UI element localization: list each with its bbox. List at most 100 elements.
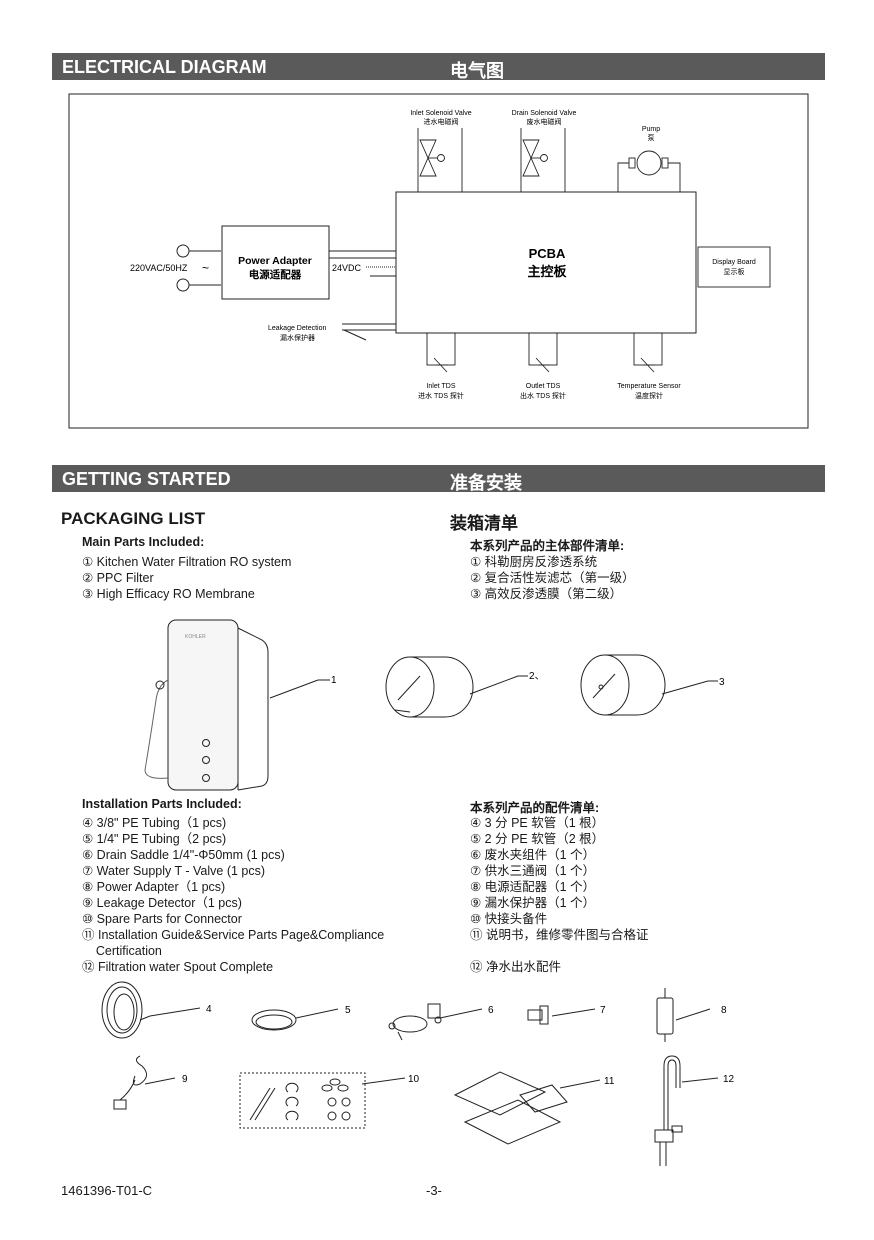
inlet-tds-icon (426, 332, 456, 373)
list-item: ⑨ Leakage Detector（1 pcs) (82, 896, 242, 910)
install-parts-title: Installation Parts Included: (82, 797, 242, 811)
list-item (470, 943, 648, 959)
list-item: ⑪ 说明书，维修零件图与合格证 (470, 928, 649, 942)
list-item: ④ 3 分 PE 软管（1 根） (470, 816, 605, 830)
section-title-zh: 准备安装 (450, 473, 522, 493)
drain-saddle-icon (388, 1003, 442, 1041)
section-title-en: GETTING STARTED (62, 469, 231, 489)
inlet-valve-label-zh: 进水电磁阀 (424, 117, 459, 126)
t-valve-icon (527, 1005, 549, 1025)
pcba-label: PCBA (529, 246, 566, 261)
display-board-label-zh: 显示板 (724, 267, 745, 276)
section-title-en: ELECTRICAL DIAGRAM (62, 57, 267, 77)
inlet-valve-icon (417, 128, 463, 192)
display-board-label: Display Board (712, 259, 756, 266)
list-item: ⑧ 电源适配器（1 个） (470, 880, 596, 894)
page-number: -3- (426, 1183, 442, 1198)
main-parts-list-zh: ① 科勒厨房反渗透系统 ② 复合活性炭滤芯（第一级） ③ 高效反渗透膜（第二级） (470, 554, 635, 602)
pump-icon (617, 150, 681, 192)
outlet-tds-icon (528, 332, 558, 373)
list-item: Certification (82, 944, 162, 958)
callout-6: 6 (488, 1005, 494, 1016)
document-code: 1461396-T01-C (61, 1183, 153, 1198)
list-item: ⑤ 2 分 PE 软管（2 根） (470, 832, 605, 846)
list-item: ⑫ 净水出水配件 (470, 960, 561, 974)
temperature-sensor-label-zh: 温度探针 (635, 391, 663, 400)
list-item: ⑤ 1/4" PE Tubing（2 pcs) (82, 832, 227, 846)
outlet-tds-label: Outlet TDS (526, 383, 561, 390)
inlet-valve-label: Inlet Solenoid Valve (410, 110, 471, 117)
leak-label-zh: 漏水保护器 (280, 333, 315, 342)
install-parts-list-zh: ④ 3 分 PE 软管（1 根） ⑤ 2 分 PE 软管（2 根） ⑥ 废水夹组… (470, 815, 648, 975)
callout-8: 8 (721, 1005, 727, 1016)
install-parts-title-zh: 本系列产品的配件清单: (470, 801, 600, 815)
electrical-diagram: Inlet Solenoid Valve 进水电磁阀 Drain Solenoi… (68, 93, 809, 429)
brand-logo: KOHLER (185, 634, 206, 640)
electrical-diagram-header: ELECTRICAL DIAGRAM 电气图 (52, 53, 825, 81)
pcba-box (395, 191, 697, 334)
leak-label: Leakage Detection (268, 325, 326, 332)
ro-membrane-icon (580, 654, 666, 716)
main-parts-list: ① Kitchen Water Filtration RO system ② P… (82, 554, 291, 602)
list-item: ③ High Efficacy RO Membrane (82, 587, 255, 601)
tubing-coil-icon (101, 981, 151, 1039)
power-terminal-icon (176, 244, 190, 258)
power-adapter-label-zh: 电源适配器 (249, 268, 302, 281)
drain-valve-label: Drain Solenoid Valve (512, 110, 577, 117)
list-item: ① 科勒厨房反渗透系统 (470, 555, 598, 569)
install-parts-illustration: 4 5 6 7 8 9 10 11 (101, 981, 735, 1166)
callout-10: 10 (408, 1074, 420, 1085)
callout-11: 11 (604, 1076, 615, 1087)
small-tubing-icon (251, 1009, 297, 1031)
dc-label: 24VDC (332, 263, 362, 273)
list-item: ⑦ Water Supply T - Valve (1 pcs) (82, 864, 266, 878)
drain-valve-icon (520, 128, 566, 192)
packaging-title-zh: 装箱清单 (450, 514, 518, 533)
install-parts-list: ④ 3/8" PE Tubing（1 pcs) ⑤ 1/4" PE Tubing… (82, 815, 384, 975)
list-item: ② 复合活性炭滤芯（第一级） (470, 571, 635, 585)
list-item: ③ 高效反渗透膜（第二级） (470, 587, 623, 601)
list-item: ⑧ Power Adapter（1 pcs) (82, 880, 226, 894)
power-adapter-icon (656, 988, 674, 1042)
list-item: ⑨ 漏水保护器（1 个） (470, 896, 596, 910)
power-adapter-box (221, 225, 330, 300)
outlet-tds-label-zh: 出水 TDS 探针 (520, 391, 566, 400)
main-parts-illustration: KOHLER 1 2、 3 (144, 619, 725, 791)
main-parts-title-zh: 本系列产品的主体部件清单: (470, 539, 625, 553)
list-item: ② PPC Filter (82, 571, 154, 585)
leakage-detector-icon (113, 1055, 147, 1110)
list-item: ⑪ Installation Guide&Service Parts Page&… (82, 928, 385, 942)
drain-valve-label-zh: 废水电磁阀 (527, 117, 562, 126)
spare-parts-icon (239, 1072, 366, 1129)
list-item: ① Kitchen Water Filtration RO system (82, 555, 292, 569)
pump-label: Pump (642, 126, 660, 133)
list-item: ⑥ Drain Saddle 1/4"-Φ50mm (1 pcs) (82, 848, 285, 862)
section-title-zh: 电气图 (450, 61, 504, 81)
getting-started-header: GETTING STARTED 准备安装 (52, 465, 825, 493)
pcba-label-zh: 主控板 (527, 264, 567, 279)
ro-system-unit-icon: KOHLER (144, 619, 269, 791)
display-board-box (697, 246, 771, 288)
callout-1: 1 (331, 675, 337, 686)
callout-2: 2、 (529, 671, 545, 682)
callout-9: 9 (182, 1074, 188, 1085)
pump-label-zh: 泵 (648, 134, 655, 142)
packaging-title: PACKAGING LIST (61, 509, 206, 528)
callout-5: 5 (345, 1005, 351, 1016)
list-item: ⑩ 快接头备件 (470, 912, 548, 926)
ppc-filter-icon (385, 656, 474, 718)
callout-7: 7 (600, 1005, 606, 1016)
list-item: ④ 3/8" PE Tubing（1 pcs) (82, 816, 227, 830)
callout-12: 12 (723, 1074, 735, 1085)
list-item: ⑥ 废水夹组件（1 个） (470, 848, 596, 862)
list-item: ⑫ Filtration water Spout Complete (82, 960, 274, 974)
inlet-tds-label: Inlet TDS (426, 383, 455, 390)
inlet-tds-label-zh: 进水 TDS 探针 (418, 391, 464, 400)
callout-4: 4 (206, 1004, 212, 1015)
temperature-sensor-label: Temperature Sensor (617, 383, 681, 390)
power-adapter-label: Power Adapter (238, 255, 312, 267)
power-label: 220VAC/50HZ (130, 263, 188, 273)
list-item: ⑩ Spare Parts for Connector (82, 912, 242, 926)
power-terminal-icon (176, 278, 190, 292)
temperature-sensor-icon (633, 332, 663, 373)
